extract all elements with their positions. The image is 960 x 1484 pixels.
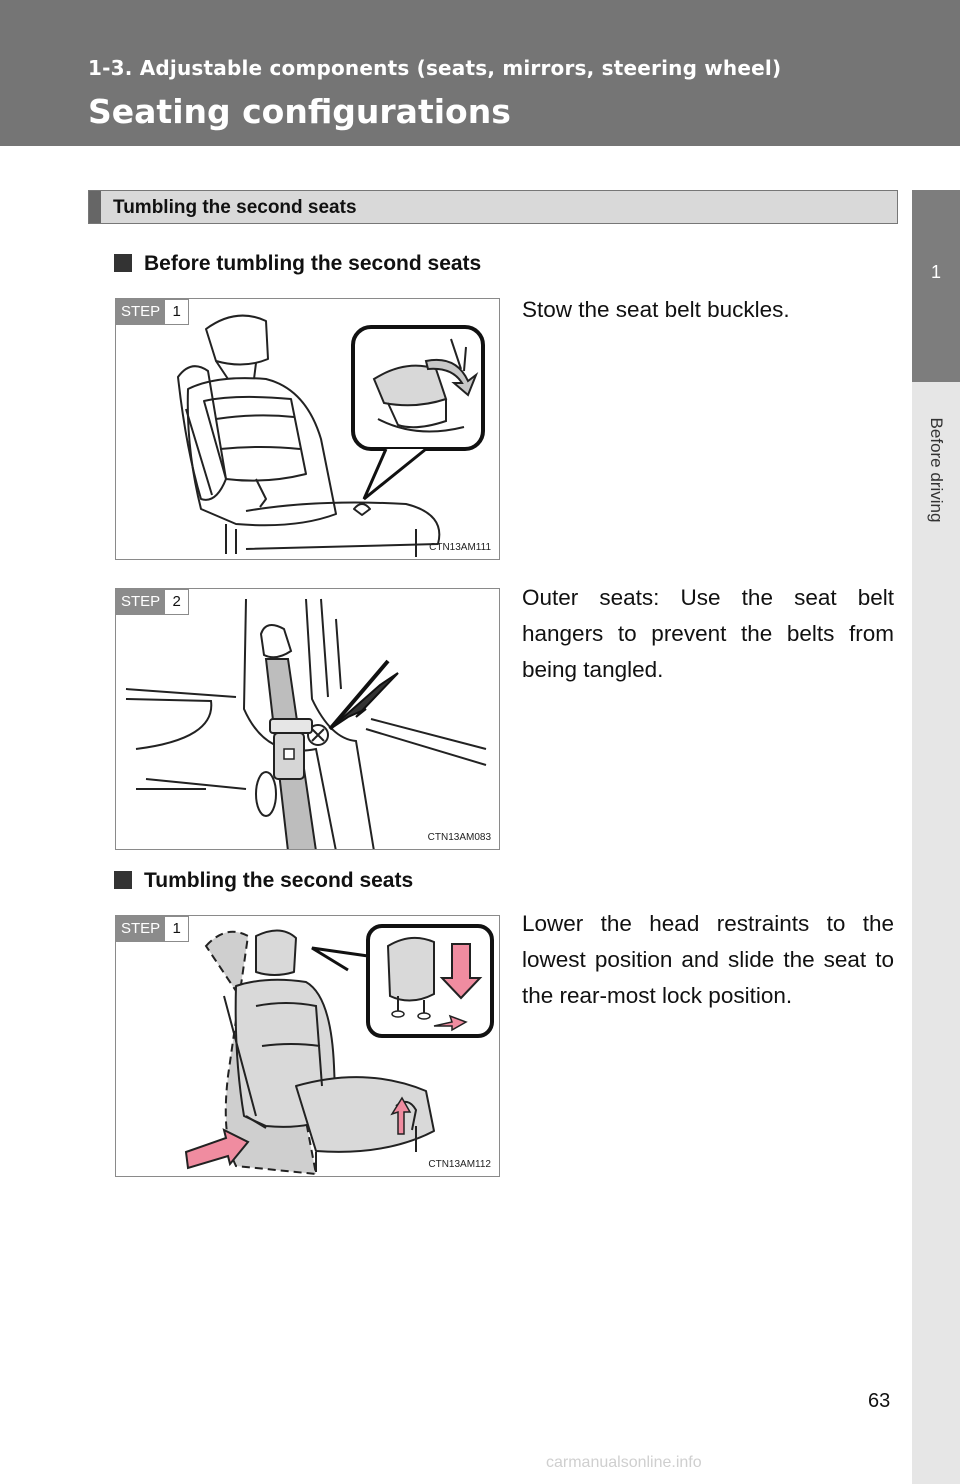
figure-code: CTN13AM112 bbox=[428, 1159, 491, 1170]
figure-code: CTN13AM083 bbox=[427, 832, 491, 843]
step-label: STEP bbox=[116, 299, 166, 325]
subsection-heading: Before tumbling the second seats bbox=[114, 252, 481, 276]
belt-hanger-illustration bbox=[125, 598, 487, 849]
chapter-number: 1 bbox=[930, 262, 941, 282]
side-tab bbox=[912, 382, 960, 1484]
side-tab-label: Before driving bbox=[927, 417, 946, 523]
step-instruction: Lower the head restraints to the lowest … bbox=[522, 911, 894, 1008]
square-bullet-icon bbox=[114, 254, 132, 272]
topic-heading-box: Tumbling the second seats bbox=[88, 190, 898, 224]
step-number: 2 bbox=[165, 589, 190, 615]
chapter-tab[interactable] bbox=[912, 190, 960, 382]
step-label: STEP bbox=[116, 916, 166, 942]
seat-slide-illustration bbox=[184, 924, 494, 1176]
subsection-title: Tumbling the second seats bbox=[144, 869, 414, 892]
header-band bbox=[0, 0, 960, 146]
page-number: 63 bbox=[868, 1390, 891, 1412]
square-bullet-icon bbox=[114, 871, 132, 889]
figure-step-1-stow-buckles: STEP 1 CTN13AM111 bbox=[115, 298, 500, 560]
step-badge: STEP 1 bbox=[116, 299, 190, 325]
watermark: carmanualsonline.info bbox=[546, 1454, 702, 1471]
figure-step-1-lower-and-slide: STEP 1 CTN13AM112 bbox=[115, 915, 500, 1177]
heading-bar bbox=[89, 191, 101, 223]
step-badge: STEP 2 bbox=[116, 589, 190, 615]
section-title: 1-3. Adjustable components (seats, mirro… bbox=[88, 56, 782, 80]
topic-heading: Tumbling the second seats bbox=[113, 197, 357, 218]
seat-buckle-illustration bbox=[177, 314, 485, 557]
step-badge: STEP 1 bbox=[116, 916, 190, 942]
step-instruction: Outer seats: Use the seat belt hangers t… bbox=[522, 585, 894, 682]
step-number: 1 bbox=[165, 299, 190, 325]
subsection-heading: Tumbling the second seats bbox=[114, 869, 413, 893]
step-label: STEP bbox=[116, 589, 166, 615]
figure-code: CTN13AM111 bbox=[429, 542, 491, 553]
subsection-title: Before tumbling the second seats bbox=[144, 252, 482, 275]
step-instruction: Stow the seat belt buckles. bbox=[522, 297, 790, 322]
page-title: Seating configurations bbox=[88, 92, 511, 131]
step-number: 1 bbox=[165, 916, 190, 942]
figure-step-2-belt-hangers: STEP 2 CTN13AM083 bbox=[115, 588, 500, 850]
